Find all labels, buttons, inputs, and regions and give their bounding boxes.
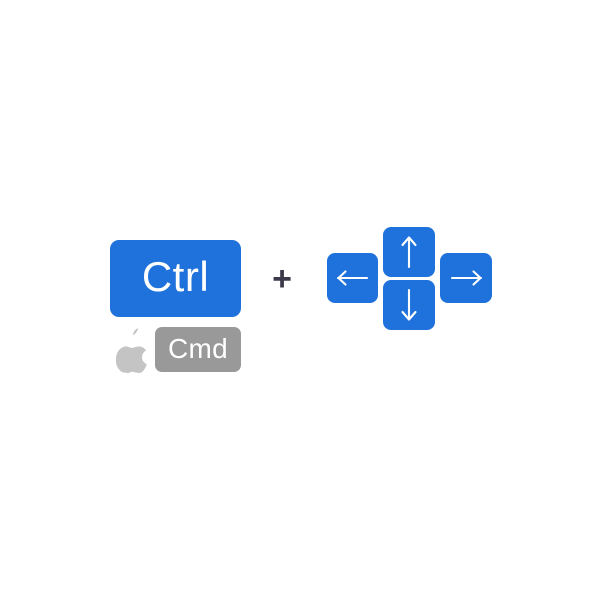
arrow-left-icon: [336, 267, 370, 289]
cmd-key-label: Cmd: [167, 332, 229, 364]
arrow-key-cluster: [327, 227, 493, 331]
arrow-up-key[interactable]: [383, 227, 435, 277]
arrow-up-icon: [398, 235, 420, 269]
arrow-right-icon: [449, 267, 483, 289]
mac-alternative-row: Cmd: [110, 327, 241, 373]
arrow-down-icon: [398, 288, 420, 322]
ctrl-key[interactable]: Ctrl: [110, 240, 241, 317]
apple-logo-icon: [116, 328, 152, 373]
arrow-down-key[interactable]: [383, 280, 435, 330]
cmd-key[interactable]: Cmd: [155, 327, 241, 372]
arrow-left-key[interactable]: [327, 253, 378, 303]
plus-sign: +: [272, 260, 292, 298]
ctrl-key-label: Ctrl: [141, 253, 210, 300]
arrow-right-key[interactable]: [440, 253, 492, 303]
